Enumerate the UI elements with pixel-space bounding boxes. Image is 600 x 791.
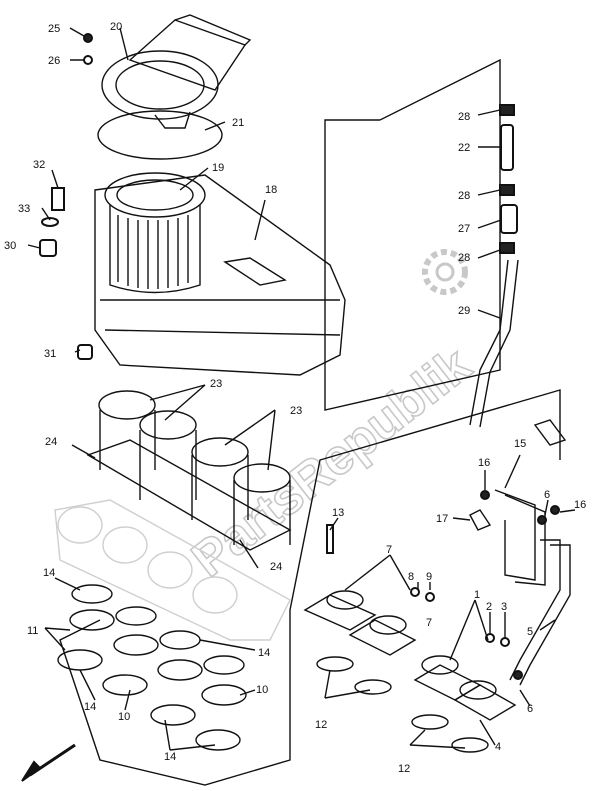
callout-5: 5 (527, 626, 533, 638)
callout-28-a: 28 (458, 111, 470, 123)
callout-12-b: 12 (398, 763, 410, 775)
callout-22: 22 (458, 142, 470, 154)
callout-6-a: 6 (544, 489, 550, 501)
callout-7-a: 7 (386, 544, 392, 556)
callout-25: 25 (48, 23, 60, 35)
callout-2: 2 (486, 601, 492, 613)
manifolds (303, 524, 517, 721)
callout-1: 1 (474, 589, 480, 601)
callout-30: 30 (4, 240, 16, 252)
callout-3: 3 (501, 601, 507, 613)
callout-18: 18 (265, 184, 277, 196)
air-cleaner-case (94, 174, 346, 376)
callout-24-a: 24 (45, 436, 57, 448)
washer (83, 55, 93, 65)
callout-12-a: 12 (315, 719, 327, 731)
callout-11: 11 (27, 625, 38, 637)
breather-hose (469, 104, 519, 428)
callout-23-a: 23 (210, 378, 222, 390)
side-fasteners (39, 187, 93, 360)
callout-14-a: 14 (43, 567, 55, 579)
callout-27: 27 (458, 223, 470, 235)
callout-4: 4 (495, 741, 501, 753)
callout-24-b: 24 (270, 561, 282, 573)
o-rings (316, 656, 489, 753)
callout-13: 13 (332, 507, 344, 519)
callout-29: 29 (458, 305, 470, 317)
leader-lines (27, 27, 576, 751)
callout-19: 19 (212, 162, 224, 174)
joints-and-clamps (57, 584, 247, 751)
callout-21: 21 (232, 117, 244, 129)
callout-33: 33 (18, 203, 30, 215)
callout-9: 9 (426, 571, 432, 583)
callout-16-a: 16 (478, 457, 490, 469)
funnels-and-holder (86, 390, 292, 551)
callout-14-b: 14 (258, 647, 270, 659)
filter-element (104, 172, 206, 294)
callout-10-b: 10 (118, 711, 130, 723)
callout-28-b: 28 (458, 190, 470, 202)
callout-32: 32 (33, 159, 45, 171)
air-cleaner-cap (101, 14, 252, 129)
fuel-lines (469, 419, 571, 686)
callout-14-d: 14 (164, 751, 176, 763)
cap-gasket (97, 110, 223, 160)
gear-icon (422, 249, 468, 295)
callout-26: 26 (48, 55, 60, 67)
callout-20: 20 (110, 21, 122, 33)
callout-15: 15 (514, 438, 526, 450)
callout-6-b: 6 (527, 703, 533, 715)
callout-8: 8 (408, 571, 414, 583)
callout-14-c: 14 (84, 701, 96, 713)
callout-17: 17 (436, 513, 448, 525)
callout-31: 31 (44, 348, 56, 360)
group-outlines (59, 58, 561, 786)
callout-16-b: 16 (574, 499, 586, 511)
screw (83, 33, 93, 43)
callout-7-b: 7 (426, 617, 432, 629)
callout-28-c: 28 (458, 252, 470, 264)
callout-23-b: 23 (290, 405, 302, 417)
carburetors (54, 499, 291, 641)
callouts: 25 20 26 21 32 19 18 33 30 31 23 23 24 2… (4, 21, 586, 775)
front-arrow-icon (21, 743, 76, 782)
callout-10-a: 10 (256, 684, 268, 696)
